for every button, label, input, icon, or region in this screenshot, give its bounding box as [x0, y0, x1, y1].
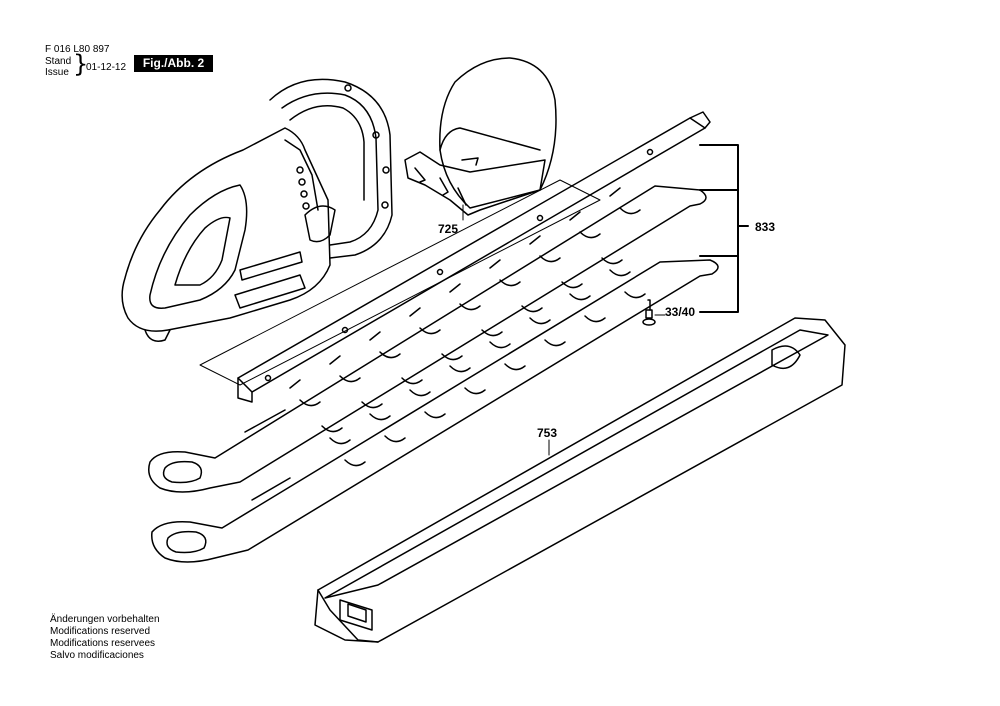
- upper-cutter-blade: [148, 185, 707, 493]
- footer-line-english: Modifications reserved: [50, 626, 151, 637]
- callout-753: 753: [537, 426, 558, 440]
- support-plate: [199, 179, 601, 386]
- blade-guard-rail: [237, 111, 711, 403]
- footer-line-spanish: Salvo modificaciones: [50, 650, 144, 661]
- stand-label: Stand: [45, 56, 72, 67]
- document-number: F 016 L80 897: [45, 44, 110, 55]
- callout-33-40: 33/40: [665, 305, 696, 319]
- figure-label: Fig./Abb. 2: [134, 55, 213, 72]
- screw-33-40: [642, 299, 656, 326]
- hand-guard-725: [404, 57, 557, 216]
- tool-housing: [121, 78, 393, 342]
- issue-date: 01-12-12: [86, 62, 127, 73]
- footer-line-german: Änderungen vorbehalten: [50, 614, 160, 625]
- bracket-833: [699, 144, 749, 313]
- issue-label: Issue: [45, 67, 69, 78]
- brace-glyph: }: [73, 50, 89, 78]
- callout-833: 833: [755, 220, 776, 234]
- blade-sheath-753: [314, 317, 846, 643]
- callout-725: 725: [438, 222, 459, 236]
- footer-line-french: Modifications reservees: [50, 638, 156, 649]
- lower-cutter-blade: [151, 259, 719, 563]
